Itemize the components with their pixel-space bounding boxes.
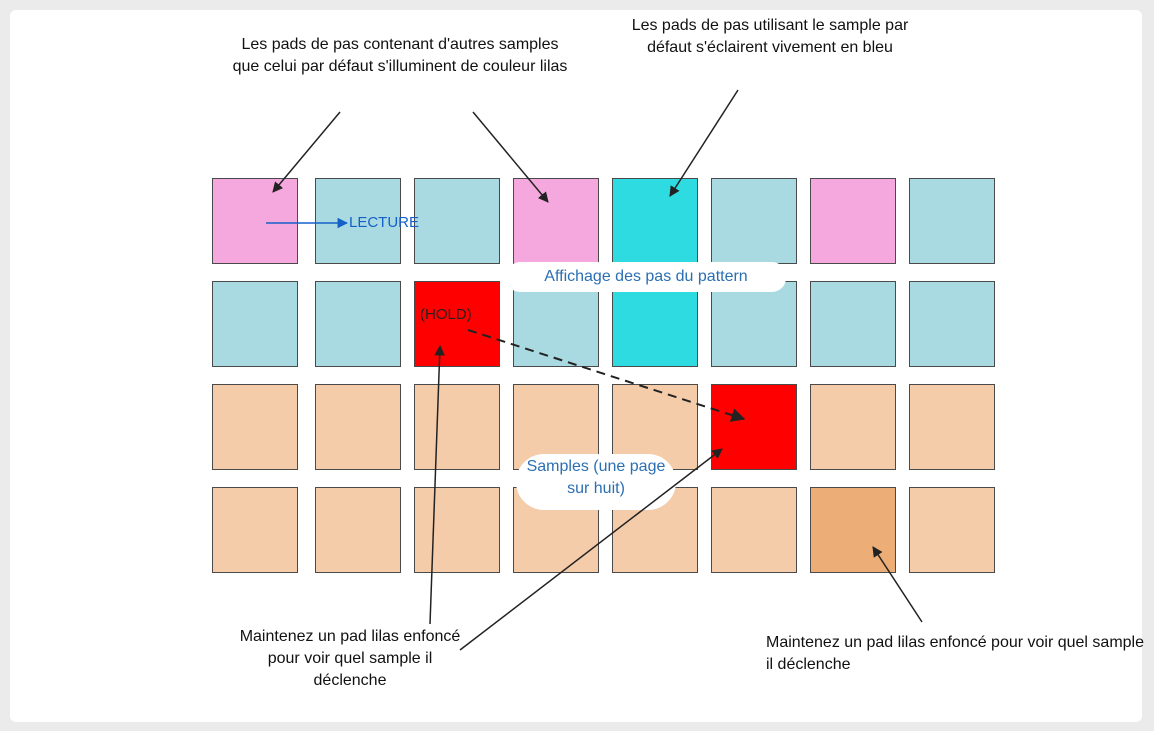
pad-r1-c8[interactable] bbox=[909, 178, 995, 264]
pad-r4-c3[interactable] bbox=[414, 487, 500, 573]
label-playback: LECTURE bbox=[349, 214, 420, 231]
pad-r1-c6[interactable] bbox=[711, 178, 797, 264]
pad-r1-c7[interactable] bbox=[810, 178, 896, 264]
pad-r3-c2[interactable] bbox=[315, 384, 401, 470]
pad-r1-c5[interactable] bbox=[612, 178, 698, 264]
arrow-to-held-pad bbox=[429, 344, 445, 625]
pad-r4-c1[interactable] bbox=[212, 487, 298, 573]
pad-r1-c4[interactable] bbox=[513, 178, 599, 264]
hold-dashed-arrow bbox=[467, 329, 746, 422]
pad-r2-c7[interactable] bbox=[810, 281, 896, 367]
arrow-to-dark-peach-pad bbox=[872, 546, 923, 623]
annotation-default-pads: Les pads de pas utilisant le sample par … bbox=[631, 17, 909, 56]
pad-r3-c6[interactable] bbox=[711, 384, 797, 470]
pad-r4-c6[interactable] bbox=[711, 487, 797, 573]
pad-r3-c8[interactable] bbox=[909, 384, 995, 470]
pad-r1-c2[interactable] bbox=[315, 178, 401, 264]
pad-r2-c4[interactable] bbox=[513, 281, 599, 367]
pad-r3-c1[interactable] bbox=[212, 384, 298, 470]
annotation-lilac-pads: Les pads de pas contenant d'autres sampl… bbox=[232, 36, 568, 75]
pad-r2-c3[interactable] bbox=[414, 281, 500, 367]
label-hold: (HOLD) bbox=[420, 306, 472, 323]
pad-r3-c3[interactable] bbox=[414, 384, 500, 470]
pad-r2-c8[interactable] bbox=[909, 281, 995, 367]
pad-r2-c1[interactable] bbox=[212, 281, 298, 367]
annotation-hold-right: Maintenez un pad lilas enfoncé pour voir… bbox=[766, 634, 1145, 673]
pad-r1-c3[interactable] bbox=[414, 178, 500, 264]
annotation-hold-left: Maintenez un pad lilas enfoncé pour voir… bbox=[239, 628, 461, 689]
pad-r3-c7[interactable] bbox=[810, 384, 896, 470]
arrow-to-lilac-pad-1 bbox=[272, 111, 341, 193]
arrow-to-cyan-pad bbox=[669, 89, 739, 197]
pad-r2-c2[interactable] bbox=[315, 281, 401, 367]
arrow-to-triggered-sample bbox=[459, 448, 723, 651]
pad-r2-c6[interactable] bbox=[711, 281, 797, 367]
pad-r4-c8[interactable] bbox=[909, 487, 995, 573]
pad-r4-c7[interactable] bbox=[810, 487, 896, 573]
pad-r4-c2[interactable] bbox=[315, 487, 401, 573]
label-samples: Samples (une page sur huit) bbox=[516, 454, 676, 510]
arrow-to-lilac-pad-2 bbox=[472, 111, 549, 203]
pad-r1-c1[interactable] bbox=[212, 178, 298, 264]
label-pattern-steps: Affichage des pas du pattern bbox=[506, 262, 786, 292]
